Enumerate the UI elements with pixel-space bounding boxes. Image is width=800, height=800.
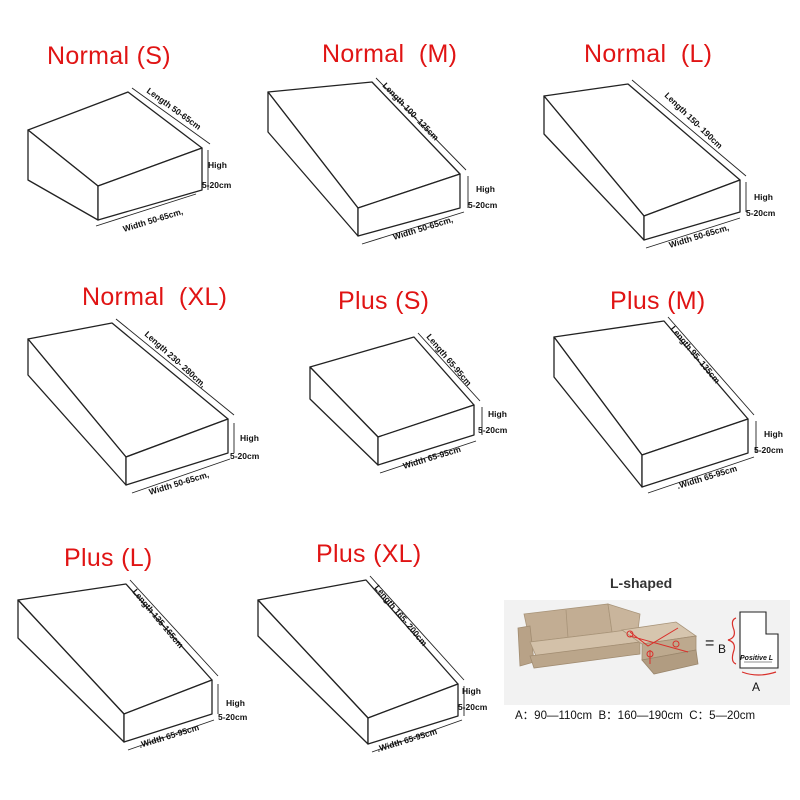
cushion-side-face	[377, 404, 475, 466]
l-shaped-dimensions: A：90—110cm B：160—190cm C：5—20cm	[515, 710, 756, 722]
cushion-diagram: Length 135-165cm .Width 65-95cm High 5-2…	[17, 579, 248, 751]
cover-normal-s: Normal (S) Length 50-65cm Width 50-65cm,…	[20, 40, 250, 240]
equals-sign: =	[705, 635, 714, 652]
l-shaped-diagram: = B Positive L A	[504, 600, 790, 705]
width-dimension-line	[131, 458, 231, 494]
cushion-diagram: Length 65-95cm Width 65-95cm High 5-20cm	[309, 332, 508, 474]
cushion-diagram: Length 230- 280cm, Width 50-65cm, High 5…	[27, 318, 260, 497]
length-dimension-line	[131, 87, 211, 145]
depth-label: 5-20cm	[468, 200, 498, 210]
size-title: Plus (M)	[610, 287, 706, 315]
length-dimension-line	[369, 575, 465, 681]
cushion-side-face	[97, 147, 203, 221]
length-dimension-line	[417, 332, 481, 402]
high-label: High	[208, 160, 227, 170]
size-title: Normal (L)	[584, 40, 713, 68]
width-dimension-line	[645, 217, 741, 249]
width-dimension-line	[95, 193, 197, 227]
cushion-diagram: Length 165- 200cm .Width 65-95cm High 5-…	[257, 575, 488, 754]
cushion-diagram: Length 50-65cm Width 50-65cm, High 5-20c…	[27, 86, 232, 234]
size-title: Plus (XL)	[316, 540, 422, 568]
l-shaped-panel: L-shaped = B Positive L A A：90—110cm B：1…	[500, 570, 800, 730]
length-dimension-line	[631, 79, 747, 177]
length-dimension-line	[375, 77, 467, 171]
depth-label: 5-20cm	[218, 712, 248, 722]
size-title: Plus (L)	[64, 544, 153, 572]
width-dimension-line	[379, 440, 477, 474]
label-a: A	[752, 680, 760, 694]
cover-normal-l: Normal (L) Length 150- 190cm Width 50-65…	[540, 40, 800, 250]
size-title: Normal (M)	[322, 40, 458, 68]
cover-plus-xl: Plus (XL) Length 165- 200cm .Width 65-95…	[252, 540, 500, 760]
brace-a	[741, 671, 777, 676]
brace-b	[727, 617, 737, 665]
cover-plus-s: Plus (S) Length 65-95cm Width 65-95cm Hi…	[300, 283, 520, 483]
size-title: Normal (S)	[47, 42, 171, 70]
depth-label: 5-20cm	[754, 445, 784, 455]
size-title: Plus (S)	[338, 287, 430, 315]
depth-label: 5-20cm	[746, 208, 776, 218]
l-shape-outline	[739, 611, 779, 669]
sectional-sofa-image	[517, 603, 699, 675]
cover-plus-l: Plus (L) Length 135-165cm .Width 65-95cm…	[12, 540, 252, 760]
cushion-diagram: Length 95- 135cm .Width 65-95cm High 5-2…	[553, 316, 784, 494]
cover-normal-xl: Normal (XL) Length 230- 280cm, Width 50-…	[22, 283, 272, 498]
l-shaped-title: L-shaped	[610, 575, 673, 591]
depth-label: 5-20cm	[478, 425, 508, 435]
length-dimension-line	[129, 579, 219, 677]
cushion-diagram: Length 150- 190cm Width 50-65cm, High 5-…	[543, 79, 776, 250]
high-label: High	[764, 429, 783, 439]
cover-plus-m: Plus (M) Length 95- 135cm .Width 65-95cm…	[548, 283, 800, 498]
width-dimension-line	[371, 719, 463, 753]
high-label: High	[754, 192, 773, 202]
cushion-side-face	[125, 418, 229, 486]
high-label: High	[488, 409, 507, 419]
depth-label: 5-20cm	[458, 702, 488, 712]
cushion-diagram: Length 100- 125cm Width 50-65cm, High 5-…	[267, 77, 498, 245]
depth-label: 5-20cm	[202, 180, 232, 190]
cushion-side-face	[357, 173, 461, 237]
cushion-side-face	[641, 418, 749, 488]
length-dimension-line	[667, 316, 755, 416]
cushion-side-face	[123, 679, 213, 743]
size-title: Normal (XL)	[82, 283, 228, 311]
cushion-side-face	[367, 683, 459, 745]
label-b: B	[718, 642, 726, 656]
width-dimension-line	[361, 211, 465, 245]
length-dimension-line	[115, 318, 235, 416]
cushion-side-face	[643, 179, 741, 241]
width-dimension-line	[127, 719, 215, 751]
width-dimension-line	[647, 456, 755, 494]
high-label: High	[476, 184, 495, 194]
depth-label: 5-20cm	[230, 451, 260, 461]
high-label: High	[462, 686, 481, 696]
high-label: High	[240, 433, 259, 443]
cover-normal-m: Normal (M) Length 100- 125cm Width 50-65…	[262, 40, 522, 250]
high-label: High	[226, 698, 245, 708]
positive-l-label: Positive L	[740, 655, 773, 662]
